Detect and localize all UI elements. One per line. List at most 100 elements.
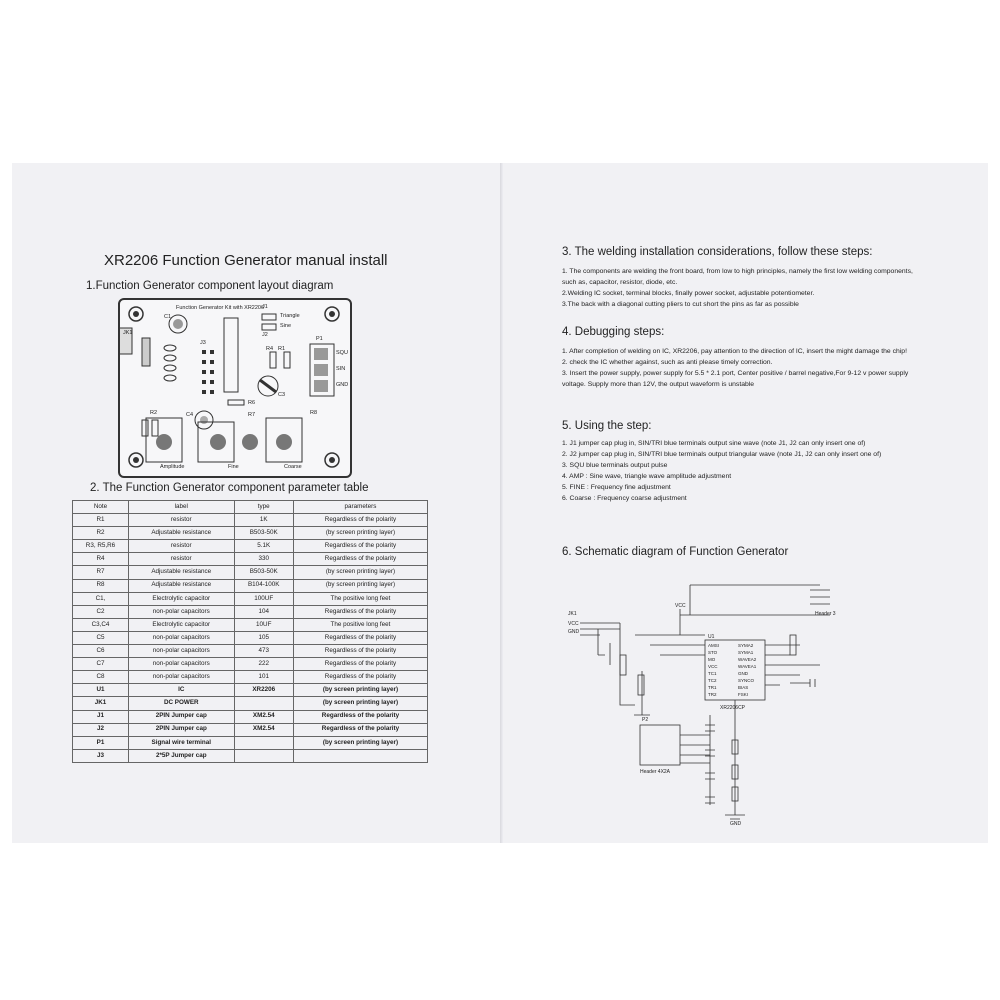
list-item: 2. check the IC whether against, such as… bbox=[562, 359, 773, 366]
cell-parameters: (by screen printing layer) bbox=[292, 526, 429, 541]
table-header-row: Note label type parameters bbox=[72, 499, 429, 515]
pcb-r6-label: R6 bbox=[248, 400, 256, 406]
cell-note: C5 bbox=[72, 630, 129, 646]
list-item: 4. AMP : Sine wave, triangle wave amplit… bbox=[562, 473, 732, 480]
cell-parameters: (by screen printing layer) bbox=[292, 565, 429, 580]
schematic-pin-left: MO bbox=[708, 657, 716, 662]
cell-note: C7 bbox=[72, 657, 129, 672]
section-1-heading: 1.Function Generator component layout di… bbox=[86, 280, 334, 292]
schematic-pin-left: TR2 bbox=[708, 692, 717, 697]
cell-type: 105 bbox=[233, 630, 294, 646]
pcb-coarse-label: Coarse bbox=[284, 464, 302, 470]
cell-type: 101 bbox=[233, 670, 294, 685]
schematic-gnd-bottom-label: GND bbox=[730, 821, 742, 825]
schematic-pin-left: VCC bbox=[708, 664, 718, 669]
pcb-j1-label: J1 bbox=[262, 304, 268, 310]
section-5-list: 1. J1 jumper cap plug in, SIN/TRI blue t… bbox=[562, 438, 922, 504]
cell-note: R4 bbox=[72, 552, 129, 567]
list-item: 1. After completion of welding on IC, XR… bbox=[562, 348, 907, 355]
schematic-pin-left: TC2 bbox=[708, 678, 717, 683]
schematic-u1-label: U1 bbox=[708, 634, 715, 640]
schematic-pin-right: WAVEA1 bbox=[738, 664, 757, 669]
cell-note: J3 bbox=[72, 748, 129, 763]
pcb-r7-label: R7 bbox=[248, 412, 256, 418]
cell-note: C8 bbox=[72, 670, 129, 685]
schematic-pin-left: STO bbox=[708, 650, 718, 655]
cell-note: C3,C4 bbox=[72, 617, 129, 632]
cell-type: XM2.54 bbox=[233, 722, 294, 737]
col-parameters: parameters bbox=[292, 499, 429, 515]
cell-note: R7 bbox=[72, 565, 129, 580]
paper-fold bbox=[500, 163, 503, 843]
cell-parameters: (by screen printing layer) bbox=[292, 683, 429, 698]
cell-label: Electrolytic capacitor bbox=[127, 617, 235, 632]
cell-note: U1 bbox=[72, 683, 129, 698]
cell-note: J2 bbox=[72, 722, 129, 737]
pcb-j3-label: J3 bbox=[200, 340, 206, 346]
schematic-pin-left: TC1 bbox=[708, 671, 717, 676]
cell-type bbox=[233, 748, 294, 763]
cell-parameters: (by screen printing layer) bbox=[292, 578, 429, 593]
schematic-pin-right: SYMA1 bbox=[738, 650, 754, 655]
cell-label: Signal wire terminal bbox=[127, 735, 235, 750]
list-item: 2.Welding IC socket, terminal blocks, fi… bbox=[562, 290, 815, 297]
schematic-pin-left: TR1 bbox=[708, 685, 717, 690]
cell-label: non-polar capacitors bbox=[127, 657, 235, 672]
cell-type: 104 bbox=[233, 604, 294, 619]
cell-parameters: Regardless of the polarity bbox=[292, 630, 429, 646]
col-note: Note bbox=[72, 499, 129, 515]
cell-note: R1 bbox=[72, 513, 129, 528]
schematic-pin-right: GND bbox=[738, 671, 749, 676]
cell-type: 222 bbox=[233, 657, 294, 672]
schematic-gnd-label: GND bbox=[568, 629, 580, 635]
pcb-fine-label: Fine bbox=[228, 464, 239, 470]
cell-parameters: Regardless of the polarity bbox=[292, 604, 429, 619]
schematic-header2-label: Header 4X2A bbox=[640, 769, 671, 775]
cell-label: DC POWER bbox=[127, 696, 235, 711]
pcb-j2-label: J2 bbox=[262, 332, 268, 338]
cell-parameters: Regardless of the polarity bbox=[292, 657, 429, 672]
cell-type: B503-50K bbox=[233, 526, 294, 541]
schematic-diagram: JK1 VCC GND VCC U1 XR2206CP Header 3 P2 … bbox=[568, 584, 836, 825]
cell-note: R2 bbox=[72, 526, 129, 541]
pcb-drawing bbox=[120, 306, 340, 468]
schematic-vcc-label: VCC bbox=[568, 621, 579, 627]
pcb-c3-label: C3 bbox=[278, 392, 286, 398]
cell-label: 2PIN Jumper cap bbox=[127, 709, 235, 724]
cell-label: non-polar capacitors bbox=[127, 644, 235, 659]
cell-note: P1 bbox=[72, 735, 129, 750]
cell-label: resistor bbox=[127, 552, 235, 567]
pcb-triangle-label: Triangle bbox=[280, 313, 300, 319]
cell-type: 330 bbox=[233, 552, 294, 567]
schematic-vcc-top-label: VCC bbox=[675, 603, 686, 609]
cell-label: non-polar capacitors bbox=[127, 630, 235, 646]
pcb-jk1-label: JK1 bbox=[123, 330, 133, 336]
cell-parameters: The positive long feet bbox=[292, 591, 429, 606]
pcb-layout-diagram: Function Generator Kit with XR2206 Trian… bbox=[118, 298, 352, 478]
cell-type: 10UF bbox=[233, 617, 294, 632]
cell-type: B104-100K bbox=[233, 578, 294, 593]
cell-label: Electrolytic capacitor bbox=[127, 591, 235, 606]
schematic-pin-right: WAVEA2 bbox=[738, 657, 757, 662]
cell-parameters: Regardless of the polarity bbox=[292, 513, 429, 528]
col-type: type bbox=[233, 499, 294, 515]
cell-type: 473 bbox=[233, 644, 294, 659]
schematic-pin-right: SYNCO bbox=[738, 678, 755, 683]
list-item: 3. Insert the power supply, power supply… bbox=[562, 370, 909, 388]
section-6-heading: 6. Schematic diagram of Function Generat… bbox=[562, 546, 789, 558]
pcb-r1-label: R1 bbox=[278, 346, 286, 352]
schematic-pin-right: SYMA2 bbox=[738, 643, 754, 648]
cell-parameters bbox=[292, 748, 429, 763]
